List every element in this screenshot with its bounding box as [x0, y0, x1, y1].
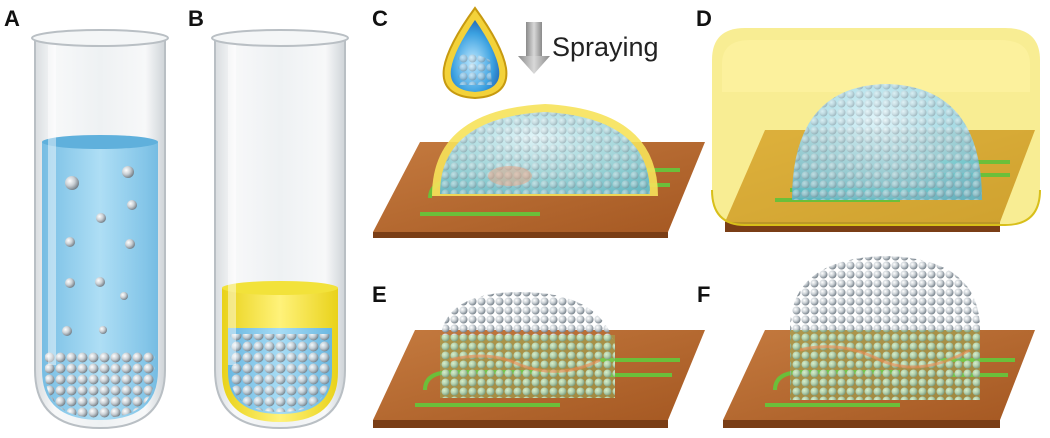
panel-c: C Spraying: [372, 6, 705, 238]
encapsulated-block-icon: [711, 28, 1041, 232]
panel-d: D: [696, 6, 1041, 232]
panel-label-f: F: [697, 282, 710, 307]
panel-label-d: D: [696, 6, 712, 31]
panel-e: E: [372, 282, 705, 428]
panel-f: F: [697, 256, 1035, 428]
panel-label-e: E: [372, 282, 387, 307]
panel-a: A: [4, 6, 169, 430]
test-tube-a-icon: [31, 29, 169, 430]
circuit-board-c-icon: [373, 104, 705, 238]
circuit-board-e-icon: [373, 292, 705, 428]
panel-label-c: C: [372, 6, 388, 31]
circuit-board-f-icon: [723, 256, 1035, 428]
panel-b: B: [188, 6, 349, 430]
test-tube-b-icon: [211, 29, 349, 430]
down-arrow-icon: [518, 22, 550, 74]
spraying-label: Spraying: [552, 32, 659, 62]
droplet-icon: [442, 6, 508, 100]
panel-label-b: B: [188, 6, 204, 31]
panel-label-a: A: [4, 6, 20, 31]
